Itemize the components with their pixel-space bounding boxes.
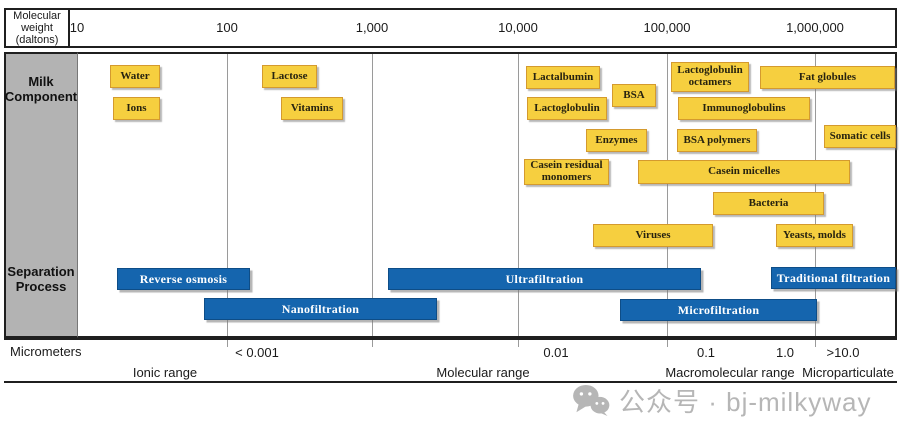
range-label-molecular-range: Molecular range bbox=[436, 365, 530, 380]
row-header-sidebar bbox=[4, 52, 78, 338]
micrometer-tick-3 bbox=[667, 340, 668, 347]
dalton-tick-10-000: 10,000 bbox=[498, 20, 538, 35]
milk-box-bacteria: Bacteria bbox=[713, 192, 824, 215]
milk-box-somatic-cells: Somatic cells bbox=[824, 125, 896, 148]
micrometer-value-1-0: 1.0 bbox=[775, 345, 795, 360]
milk-box-lactalbumin: Lactalbumin bbox=[526, 66, 600, 89]
micrometer-tick-2 bbox=[518, 340, 519, 347]
process-bar-ultrafiltration: Ultrafiltration bbox=[388, 268, 701, 290]
micrometer-tick-1 bbox=[372, 340, 373, 347]
milk-box-vitamins: Vitamins bbox=[281, 97, 343, 120]
process-bar-nanofiltration: Nanofiltration bbox=[204, 298, 437, 320]
gridline-2 bbox=[518, 54, 519, 336]
range-label-microparticulate: Microparticulate bbox=[802, 365, 894, 380]
milk-component-row-label: Milk Component bbox=[4, 74, 78, 104]
milk-box-yeasts-molds: Yeasts, molds bbox=[776, 224, 853, 247]
milk-box-viruses: Viruses bbox=[593, 224, 713, 247]
micrometers-axis-strip bbox=[4, 338, 897, 383]
milk-box-ions: Ions bbox=[113, 97, 160, 120]
range-label-ionic-range: Ionic range bbox=[132, 365, 198, 380]
milk-box-bsa-polymers: BSA polymers bbox=[677, 129, 757, 152]
micrometers-axis-label: Micrometers bbox=[10, 344, 82, 359]
micrometer-value-0-1: 0.1 bbox=[696, 345, 716, 360]
watermark: 公众号 · bj-milkyway bbox=[572, 382, 871, 418]
milk-box-enzymes: Enzymes bbox=[586, 129, 647, 152]
separation-process-row-label: Separation Process bbox=[7, 264, 75, 294]
milk-box-immunoglobulins: Immunoglobulins bbox=[678, 97, 810, 120]
daltons-axis-label: Molecular weight (daltons) bbox=[4, 8, 70, 48]
milk-box-casein-micelles: Casein micelles bbox=[638, 160, 850, 184]
process-bar-microfiltration: Microfiltration bbox=[620, 299, 817, 321]
micrometer-value-10-0: >10.0 bbox=[826, 345, 860, 360]
micrometer-value-0-01: 0.01 bbox=[543, 345, 569, 360]
gridline-1 bbox=[372, 54, 373, 336]
micrometer-tick-0 bbox=[227, 340, 228, 347]
process-bar-traditional-filtration: Traditional filtration bbox=[771, 267, 896, 289]
milk-box-casein-residual-monomers: Casein residual monomers bbox=[524, 159, 609, 185]
milk-box-water: Water bbox=[110, 65, 160, 88]
wechat-icon bbox=[572, 384, 610, 416]
milk-box-lactoglobulin: Lactoglobulin bbox=[527, 97, 607, 120]
process-bar-reverse-osmosis: Reverse osmosis bbox=[117, 268, 250, 290]
gridline-3 bbox=[667, 54, 668, 336]
milk-box-lactose: Lactose bbox=[262, 65, 317, 88]
milk-box-fat-globules: Fat globules bbox=[760, 66, 895, 89]
milk-box-lactoglobulin-octamers: Lactoglobulin octamers bbox=[671, 62, 749, 92]
gridline-0 bbox=[227, 54, 228, 336]
milk-box-bsa: BSA bbox=[612, 84, 656, 107]
dalton-tick-10: 10 bbox=[69, 20, 85, 35]
micrometer-value-0-001: < 0.001 bbox=[235, 345, 279, 360]
daltons-axis-strip bbox=[4, 8, 897, 48]
dalton-tick-100: 100 bbox=[216, 20, 238, 35]
range-label-macromolecular-range: Macromolecular range bbox=[665, 365, 795, 380]
watermark-text: 公众号 · bj-milkyway bbox=[619, 386, 872, 417]
dalton-tick-1-000-000: 1,000,000 bbox=[786, 20, 844, 35]
dalton-tick-1-000: 1,000 bbox=[355, 20, 389, 35]
dalton-tick-100-000: 100,000 bbox=[643, 20, 691, 35]
micrometer-tick-4 bbox=[815, 340, 816, 347]
